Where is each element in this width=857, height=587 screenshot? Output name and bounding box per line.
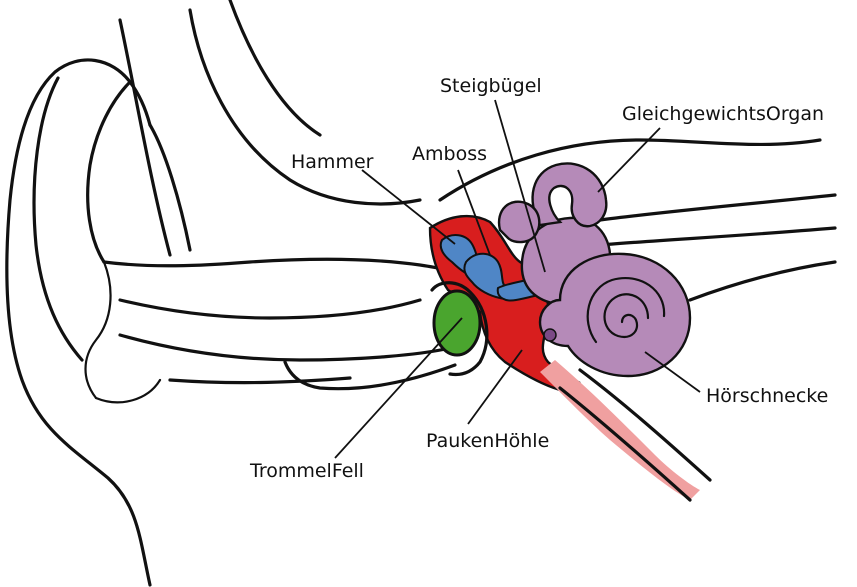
ear-canal (104, 259, 455, 388)
leader-gleichgewichtsorgan (598, 128, 660, 192)
semicircular-canal-2 (499, 202, 539, 242)
eustachian-tube (540, 360, 700, 500)
leader-hammer (362, 170, 455, 244)
label-hammer: Hammer (291, 151, 374, 173)
label-steigbuegel: Steigbügel (440, 75, 542, 97)
outer-ear (7, 20, 190, 585)
label-paukenhoehle: PaukenHöhle (426, 430, 549, 452)
label-gleichgewichtsorgan: GleichgewichtsOrgan (622, 103, 824, 125)
label-amboss: Amboss (412, 143, 487, 165)
label-trommelfell: TrommelFell (249, 460, 364, 482)
label-hoerschnecke: Hörschnecke (706, 385, 828, 407)
semicircular-canals (533, 163, 607, 226)
leader-paukenhoehle (468, 350, 522, 424)
